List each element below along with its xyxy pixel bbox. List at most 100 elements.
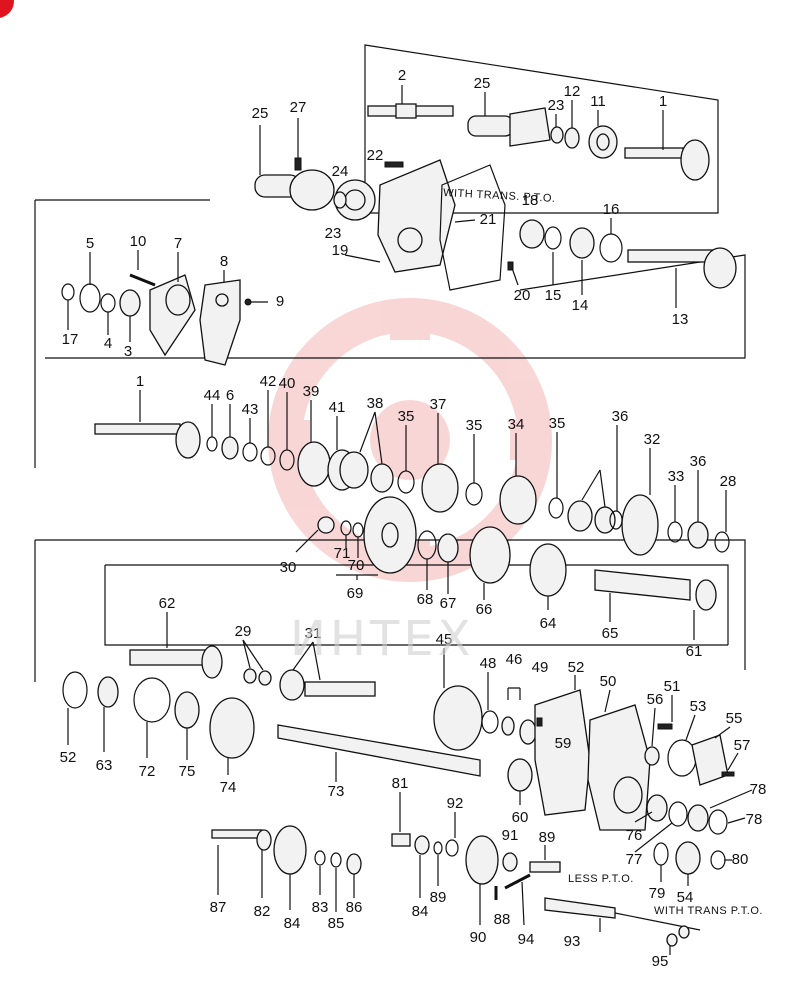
bearing-72 — [97, 676, 119, 752]
callout-label: 15 — [545, 287, 562, 304]
callout-label: 36 — [690, 453, 707, 470]
gear-37 — [421, 413, 459, 513]
ring-36 — [609, 425, 683, 543]
gear-39 — [297, 400, 331, 487]
callout-label: 42 — [260, 373, 277, 390]
callout-label: 46 — [506, 651, 523, 668]
callout-label: 64 — [540, 615, 557, 632]
callout-label: 48 — [480, 655, 497, 672]
washers-85-86 — [314, 850, 342, 912]
ring-67 — [417, 530, 437, 590]
nuts-95a — [666, 925, 690, 955]
callout-label: 78 — [750, 781, 767, 798]
callout-label: 9 — [276, 293, 284, 310]
callout-label: 61 — [686, 643, 703, 660]
bearing-14 — [569, 227, 595, 295]
callout-label: 59 — [555, 735, 572, 752]
washers-70-69 — [336, 520, 378, 580]
bearing-18 — [519, 219, 545, 249]
callout-label: 43 — [242, 401, 259, 418]
callout-label: 65 — [602, 625, 619, 642]
callout-label: 3 — [124, 343, 132, 360]
gasket-24 — [334, 179, 376, 221]
watermark-text: ИНТЕХ — [290, 611, 475, 667]
callout-label: 1 — [659, 93, 667, 110]
callout-label: 17 — [62, 331, 79, 348]
callout-label: 67 — [440, 595, 457, 612]
callout-label: 89 — [430, 889, 447, 906]
callout-label: 6 — [226, 387, 234, 404]
callout-label: 57 — [734, 737, 751, 754]
plate-50 — [534, 675, 591, 816]
callout-label: 68 — [417, 591, 434, 608]
shaft-29 — [129, 612, 223, 679]
callout-label: 60 — [512, 809, 529, 826]
callout-label: 94 — [518, 931, 535, 948]
bolt-59 — [721, 752, 739, 777]
pto-housing-25 — [467, 92, 551, 147]
snap-ring-17 — [61, 283, 75, 330]
bearing-66 — [437, 533, 459, 594]
callout-label: 12 — [564, 83, 581, 100]
pin-92 — [391, 792, 411, 847]
callout-label: 88 — [494, 911, 511, 928]
hub-38 — [339, 411, 394, 493]
callout-label: 32 — [644, 431, 661, 448]
callout-label: 35 — [466, 417, 483, 434]
bearing-74 — [174, 691, 200, 760]
gear-88 — [465, 835, 499, 925]
bearing-71 — [295, 516, 335, 553]
bearing-33 — [567, 469, 616, 534]
callout-label: 56 — [647, 691, 664, 708]
callout-label: 18 — [522, 192, 539, 209]
stud-53-57 — [644, 695, 673, 766]
seal-23 — [333, 191, 347, 209]
snap-ring-63 — [62, 671, 88, 745]
callout-label: 75 — [179, 763, 196, 780]
ring-46 — [481, 672, 499, 734]
pto-bearing-11 — [588, 110, 618, 159]
callout-label: 85 — [328, 915, 345, 932]
dowel-20 — [507, 261, 519, 286]
shaft-60 — [277, 724, 481, 782]
callout-label: 93 — [564, 933, 581, 950]
bearing-89-90 — [414, 835, 443, 898]
callout-label: 8 — [220, 253, 228, 270]
note-with-trans-pto-top: WITH TRANS. P.T.O. — [443, 187, 556, 205]
seal-4 — [100, 293, 116, 335]
callout-label: 74 — [220, 779, 237, 796]
callout-label: 4 — [104, 335, 112, 352]
callout-label: 84 — [412, 903, 429, 920]
callout-label: 50 — [600, 673, 617, 690]
callout-label: 36 — [612, 408, 629, 425]
rod-93 — [504, 873, 531, 926]
callout-label: 25 — [474, 75, 491, 92]
callout-label: 29 — [235, 623, 252, 640]
callout-label: 73 — [328, 783, 345, 800]
callout-label: 38 — [367, 395, 384, 412]
callout-label: 35 — [549, 415, 566, 432]
bearing-84-b — [346, 853, 362, 898]
callout-label: 30 — [280, 559, 297, 576]
bracket-8 — [199, 270, 241, 366]
pto-shaft-1 — [624, 110, 710, 181]
ring-35-c — [548, 432, 564, 519]
callout-label: 81 — [392, 775, 409, 792]
callout-label: 45 — [436, 631, 453, 648]
callout-label: 7 — [174, 235, 182, 252]
callout-label: 23 — [325, 225, 342, 242]
gasket-21 — [439, 164, 506, 291]
snap-ring-75 — [133, 677, 171, 758]
bearings-31 — [242, 639, 272, 686]
callout-label: 54 — [677, 889, 694, 906]
callout-label: 39 — [303, 383, 320, 400]
shaft-25 — [254, 125, 335, 211]
callout-label: 69 — [347, 585, 364, 602]
callout-label: 72 — [139, 763, 156, 780]
callout-label: 77 — [626, 851, 643, 868]
cluster-gear-large — [363, 496, 417, 574]
callout-label: 40 — [279, 375, 296, 392]
seal-54 — [653, 842, 669, 882]
ring-35-b — [465, 434, 483, 506]
